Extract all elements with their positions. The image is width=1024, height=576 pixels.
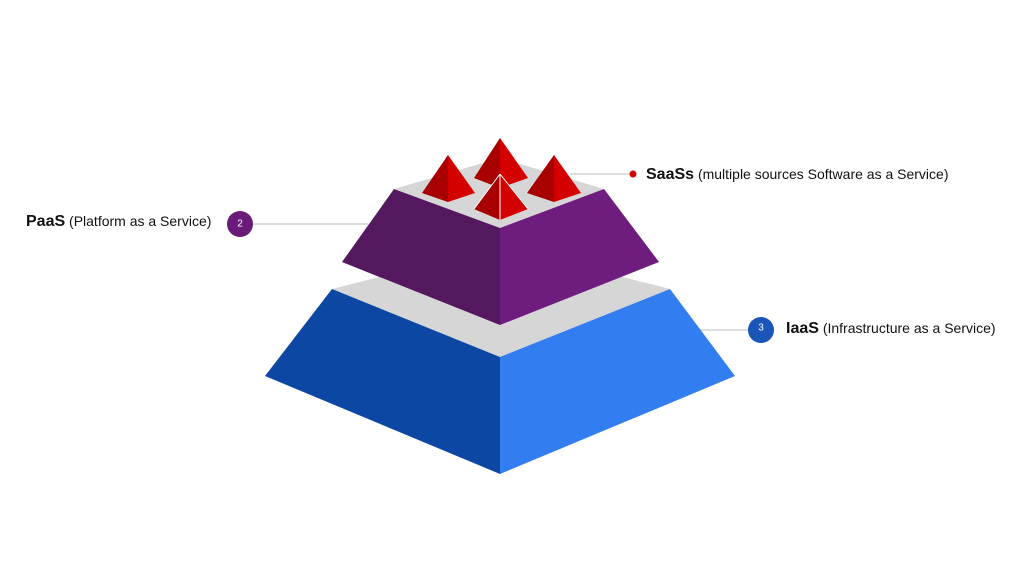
saas-pyramid-left <box>422 155 475 202</box>
saas-label: SaaSs (multiple sources Software as a Se… <box>646 165 948 184</box>
iaas-description: (Infrastructure as a Service) <box>822 320 996 336</box>
saas-title: SaaSs <box>646 166 695 183</box>
saas-pyramid-right <box>527 155 581 202</box>
paas-description: (Platform as a Service) <box>69 213 212 229</box>
paas-number: 2 <box>237 219 243 230</box>
iaas-title: IaaS <box>786 320 819 337</box>
saas-pyramid-front <box>473 173 529 220</box>
paas-title: PaaS <box>26 213 66 230</box>
saas-number-badge <box>629 170 637 178</box>
saas-description: (multiple sources Software as a Service) <box>697 166 949 182</box>
iaas-label: IaaS (Infrastructure as a Service) <box>786 319 996 338</box>
paas-number-badge: 2 <box>227 211 253 237</box>
iaas-number: 3 <box>758 323 764 334</box>
paas-label: PaaS (Platform as a Service) <box>26 212 211 231</box>
saas-pyramids <box>422 138 581 220</box>
saas-pyramid-back <box>474 138 528 188</box>
iaas-number-badge: 3 <box>748 317 774 343</box>
